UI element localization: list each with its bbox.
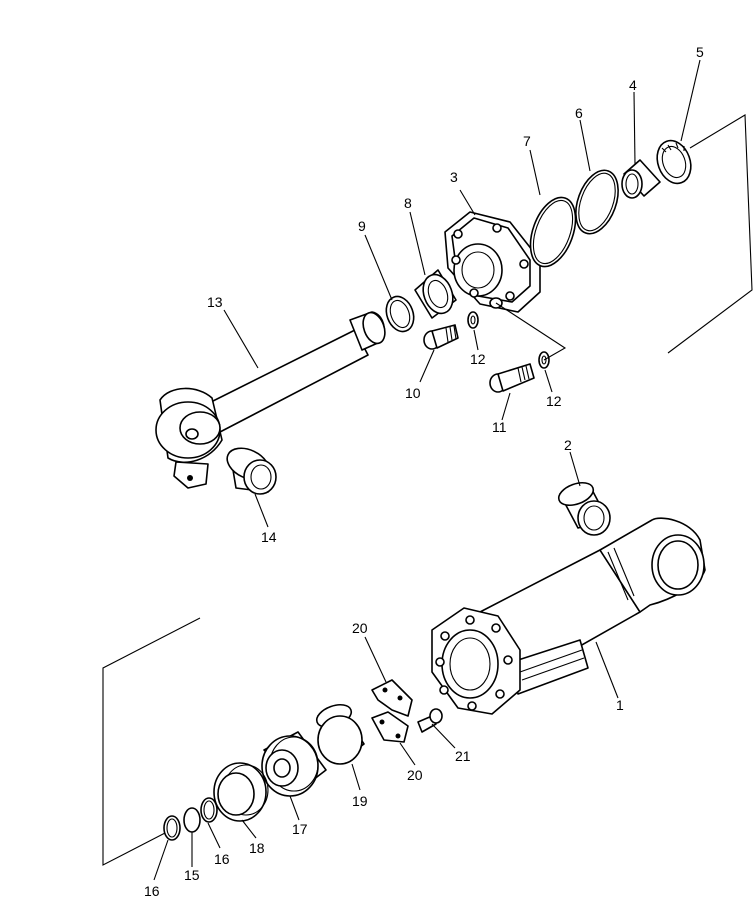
callout-3: 3 [450, 169, 458, 185]
callout-5: 5 [696, 44, 704, 60]
callout-13: 13 [207, 294, 223, 310]
set-screw [417, 708, 443, 733]
callout-12a: 12 [470, 351, 486, 367]
callout-20b: 20 [407, 767, 423, 783]
ring-15 [183, 807, 201, 833]
callout-6: 6 [575, 105, 583, 121]
callout-14: 14 [261, 529, 277, 545]
o-ring-large [529, 196, 577, 268]
piston [261, 731, 327, 797]
callout-16a: 16 [214, 851, 230, 867]
ring-16-lower [163, 815, 181, 841]
callout-16b: 16 [144, 883, 160, 898]
callout-21: 21 [455, 748, 471, 764]
wear-ring [315, 703, 365, 765]
callout-9: 9 [358, 218, 366, 234]
callout-1: 1 [616, 697, 624, 713]
cylinder-head [444, 211, 541, 313]
callout-15: 15 [184, 867, 200, 883]
piston-rod [155, 311, 386, 489]
callout-19: 19 [352, 793, 368, 809]
lock-washer-upper [467, 311, 479, 329]
callout-8: 8 [404, 195, 412, 211]
head-bearing [414, 269, 457, 319]
dust-seal [656, 139, 692, 185]
piston-seal [213, 762, 269, 822]
rod-bushing [226, 447, 277, 495]
bottom-bushing [557, 481, 611, 536]
callout-11: 11 [492, 419, 507, 435]
callout-2: 2 [564, 437, 572, 453]
ring-16-upper [200, 797, 218, 823]
callout-10: 10 [405, 385, 421, 401]
callout-12b: 12 [546, 393, 562, 409]
snap-ring [385, 295, 415, 333]
callout-17: 17 [292, 821, 308, 837]
split-ring-upper [371, 679, 413, 717]
lower-assembly-guide [102, 617, 201, 866]
callout-18: 18 [249, 840, 265, 856]
callout-labels: 1 2 3 4 5 6 7 8 9 10 11 12 12 13 14 15 1… [144, 44, 704, 898]
split-ring-lower [371, 711, 409, 743]
o-ring-medium [575, 169, 619, 235]
cylinder-tube [431, 517, 706, 715]
callout-20a: 20 [352, 620, 368, 636]
callout-7: 7 [523, 133, 531, 149]
head-bolt-short [423, 324, 459, 350]
leader-lines [153, 59, 701, 881]
callout-4: 4 [629, 77, 637, 93]
upper-assembly-guide [667, 114, 753, 354]
backup-ring [621, 159, 661, 199]
head-bolt-long [489, 363, 535, 393]
